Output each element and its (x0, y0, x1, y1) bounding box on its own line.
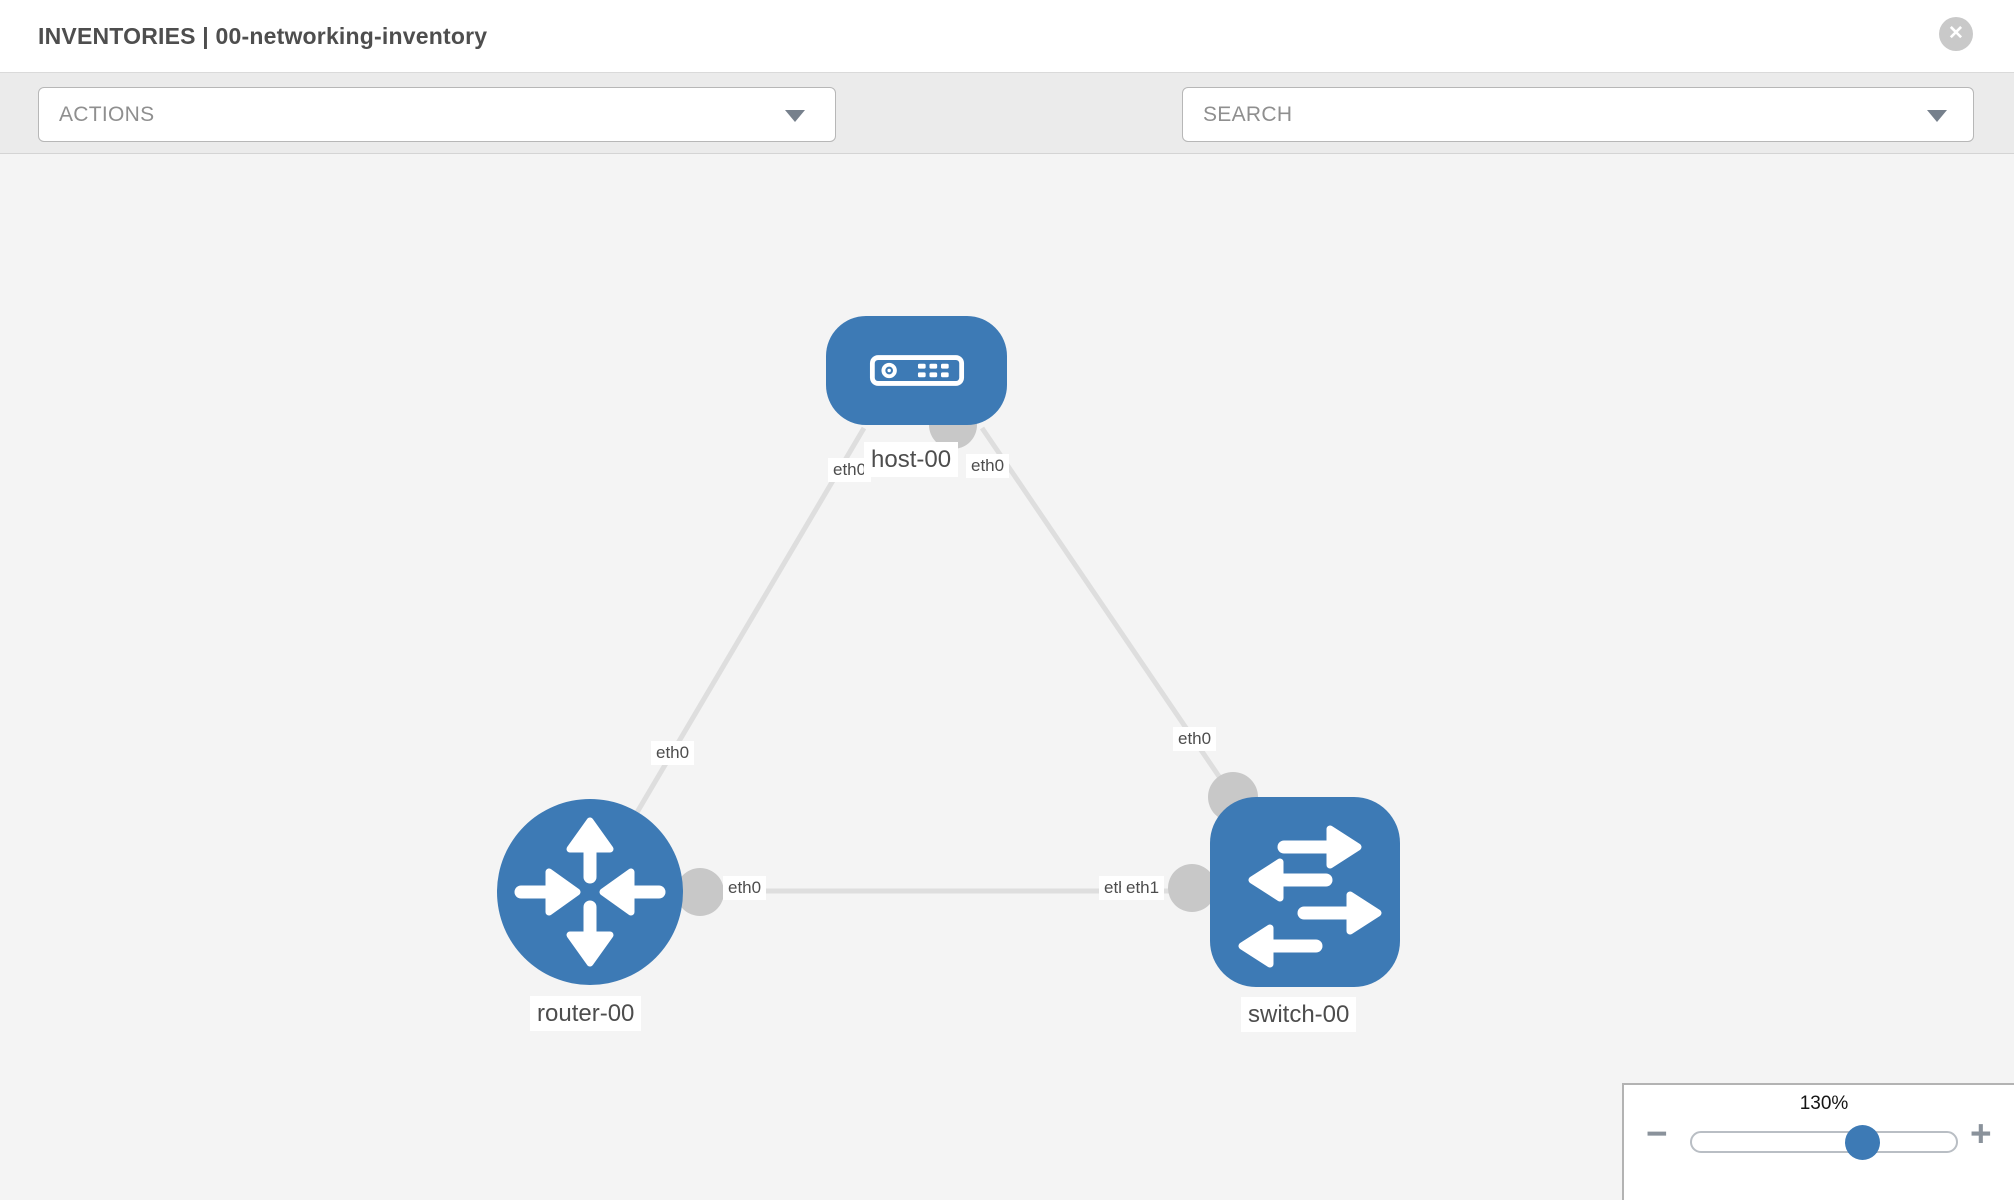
zoom-slider-thumb[interactable] (1845, 1125, 1880, 1160)
zoom-control-panel: 130% − + (1622, 1083, 2014, 1200)
chevron-down-icon (785, 110, 805, 122)
actions-dropdown-label: ACTIONS (59, 103, 155, 126)
interface-label: eth0 (723, 876, 767, 901)
search-placeholder: SEARCH (1203, 103, 1293, 126)
node-label-host: host-00 (864, 442, 959, 478)
topology-links-layer (587, 401, 1258, 916)
topology-canvas[interactable]: eth0 host-00 eth0 eth0 eth0 eth0 eth0 et… (0, 154, 2014, 1200)
router-icon (514, 817, 666, 967)
toolbar: ACTIONS SEARCH (0, 72, 2014, 204)
interface-connector-switch-left (1168, 864, 1216, 912)
node-host-00[interactable] (826, 316, 1007, 425)
interface-label: eth0 (1173, 727, 1217, 752)
interface-label: eth0 (966, 454, 1010, 479)
interface-label: eth0 (828, 458, 872, 483)
page-title: INVENTORIES | 00-networking-inventory (38, 23, 488, 49)
zoom-slider-track[interactable] (1690, 1131, 1958, 1153)
node-switch-00[interactable] (1210, 797, 1400, 987)
search-dropdown[interactable]: SEARCH (1182, 87, 1974, 142)
panel-header: INVENTORIES | 00-networking-inventory ✕ (0, 0, 2014, 72)
node-router-00[interactable] (497, 799, 683, 985)
zoom-in-button[interactable]: + (1970, 1113, 1992, 1154)
actions-dropdown[interactable]: ACTIONS (38, 87, 836, 142)
chevron-down-icon (1927, 110, 1947, 122)
switch-icon (1238, 825, 1382, 968)
interface-label: eth1 (1121, 876, 1165, 901)
zoom-level-value: 130% (1799, 1093, 1849, 1114)
interface-connector-router (676, 868, 724, 916)
close-icon[interactable]: ✕ (1939, 17, 1973, 51)
interface-label: eth0 (651, 741, 695, 766)
node-label-router: router-00 (530, 996, 642, 1032)
zoom-out-button[interactable]: − (1646, 1113, 1668, 1154)
node-label-switch: switch-00 (1241, 997, 1357, 1033)
host-icon (869, 355, 964, 386)
